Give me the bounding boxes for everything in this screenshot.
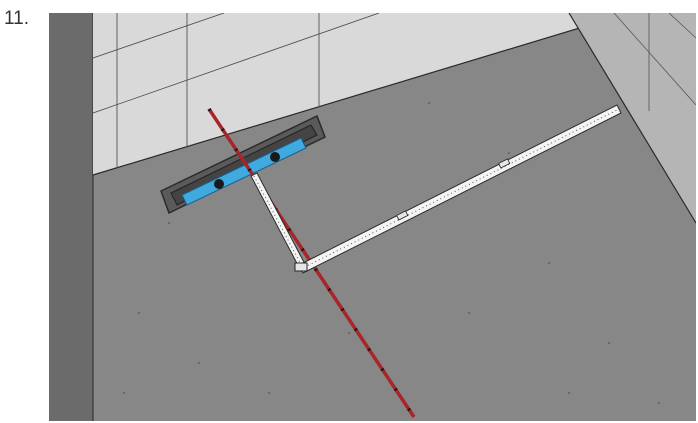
step-number: 11.: [4, 8, 29, 30]
installation-illustration: [49, 13, 696, 421]
left-wall: [49, 13, 93, 421]
